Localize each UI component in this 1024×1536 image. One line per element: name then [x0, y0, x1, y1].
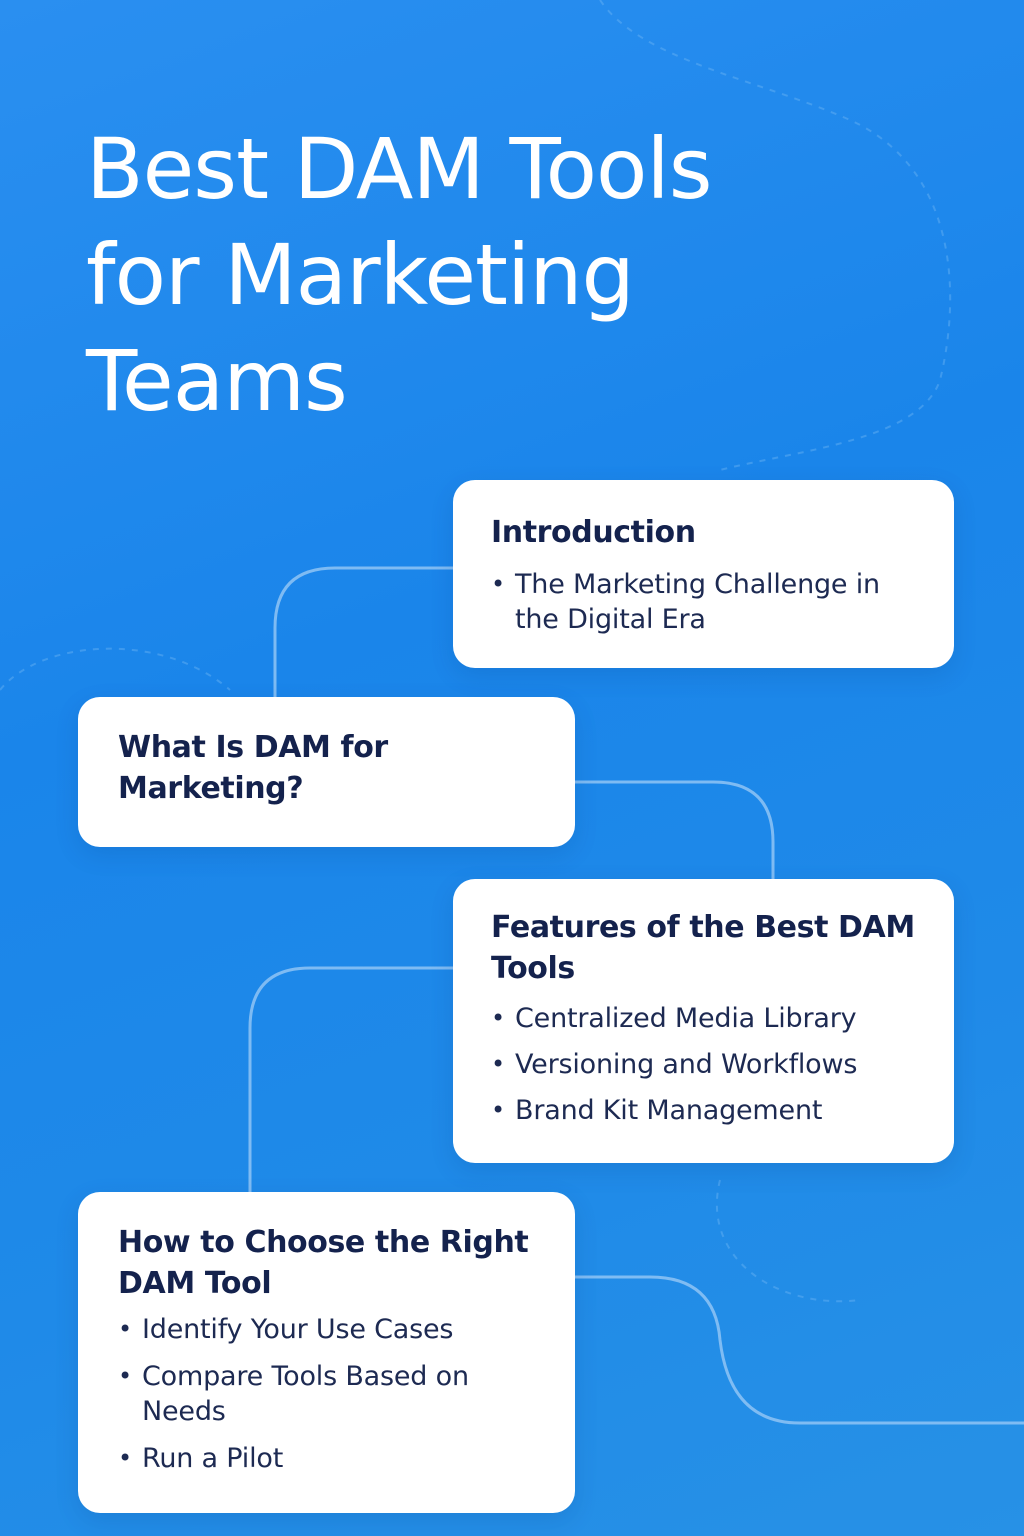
bullet-icon: •	[491, 570, 505, 598]
connector-intro-to-what	[273, 566, 453, 697]
bullet-icon: •	[491, 1004, 505, 1032]
section-list-item: • Brand Kit Management	[491, 1093, 916, 1128]
connector-what-to-features	[575, 780, 775, 879]
section-item-list: • The Marketing Challenge in the Digital…	[491, 567, 916, 637]
section-list-item-text: Run a Pilot	[142, 1443, 284, 1474]
section-list-item: • Compare Tools Based on Needs	[118, 1359, 535, 1429]
decorative-dashed-curve-bottom	[715, 1179, 861, 1303]
section-list-item: • Versioning and Workflows	[491, 1047, 916, 1082]
section-heading: What Is DAM for Marketing?	[118, 730, 388, 806]
section-card-features: Features of the Best DAM Tools • Central…	[453, 879, 954, 1163]
section-list-item: • The Marketing Challenge in the Digital…	[491, 567, 916, 637]
bullet-icon: •	[491, 1050, 505, 1078]
bullet-icon: •	[491, 1096, 505, 1124]
section-item-list: • Centralized Media Library • Versioning…	[491, 1001, 916, 1128]
bullet-icon: •	[118, 1444, 132, 1472]
section-item-list: • Identify Your Use Cases • Compare Tool…	[118, 1312, 535, 1476]
section-card-introduction: Introduction • The Marketing Challenge i…	[453, 480, 954, 668]
section-list-item-text: Centralized Media Library	[515, 1003, 857, 1034]
section-list-item: • Identify Your Use Cases	[118, 1312, 535, 1347]
decorative-dashed-curve-top	[599, 0, 952, 471]
page-title: Best DAM Tools for Marketing Teams	[86, 116, 926, 434]
page-title-line: for Marketing	[86, 226, 635, 324]
page-title-line: Best DAM Tools	[86, 120, 712, 218]
section-list-item-text: Identify Your Use Cases	[142, 1314, 454, 1345]
section-list-item: • Run a Pilot	[118, 1441, 535, 1476]
section-list-item-text: Brand Kit Management	[515, 1095, 823, 1126]
section-card-what-is-dam: What Is DAM for Marketing?	[78, 697, 575, 847]
section-list-item-text: The Marketing Challenge in the Digital E…	[515, 569, 880, 635]
section-list-item-text: Versioning and Workflows	[515, 1049, 858, 1080]
section-card-how-to-choose: How to Choose the Right DAM Tool • Ident…	[78, 1192, 575, 1513]
page-title-line: Teams	[86, 332, 348, 430]
section-list-item-text: Compare Tools Based on Needs	[142, 1361, 469, 1427]
section-heading: Features of the Best DAM Tools	[491, 910, 915, 986]
decorative-dashed-curve-left	[0, 647, 231, 691]
connector-how-to-edge	[575, 1275, 1024, 1425]
section-list-item: • Centralized Media Library	[491, 1001, 916, 1036]
bullet-icon: •	[118, 1362, 132, 1390]
section-heading: How to Choose the Right DAM Tool	[118, 1225, 529, 1301]
connector-features-to-how	[248, 966, 453, 1192]
section-heading: Introduction	[491, 515, 696, 550]
bullet-icon: •	[118, 1315, 132, 1343]
